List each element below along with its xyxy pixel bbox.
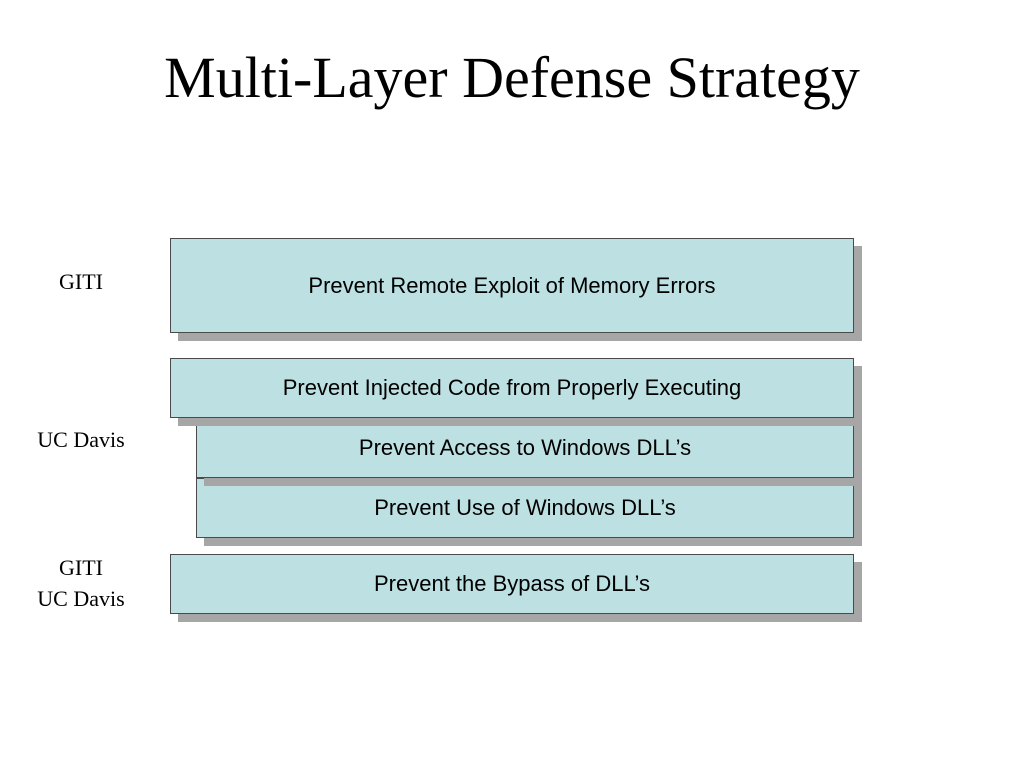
label-uc-davis-middle: UC Davis [37,427,125,452]
label-giti-top: GITI [59,269,103,294]
slide-title: Multi-Layer Defense Strategy [164,45,860,110]
layer-label: Prevent Remote Exploit of Memory Errors [308,272,716,298]
layer-label: Prevent Access to Windows DLL’s [358,435,692,460]
layer-prevent-injected-code: Prevent Injected Code from Properly Exec… [170,358,854,418]
layer-prevent-remote-exploit: Prevent Remote Exploit of Memory Errors [170,238,854,333]
layer-label: Prevent Injected Code from Properly Exec… [282,375,742,400]
layer-label: Prevent Use of Windows DLL’s [374,495,676,520]
label-uc-davis-bottom: UC Davis [37,586,125,611]
layer-prevent-use-dll: Prevent Use of Windows DLL’s [196,478,854,538]
layer-label: Prevent the Bypass of DLL’s [374,571,650,596]
layer-prevent-bypass-dll: Prevent the Bypass of DLL’s [170,554,854,614]
layer-prevent-access-dll: Prevent Access to Windows DLL’s [196,418,854,478]
label-giti-bottom: GITI [59,555,103,580]
